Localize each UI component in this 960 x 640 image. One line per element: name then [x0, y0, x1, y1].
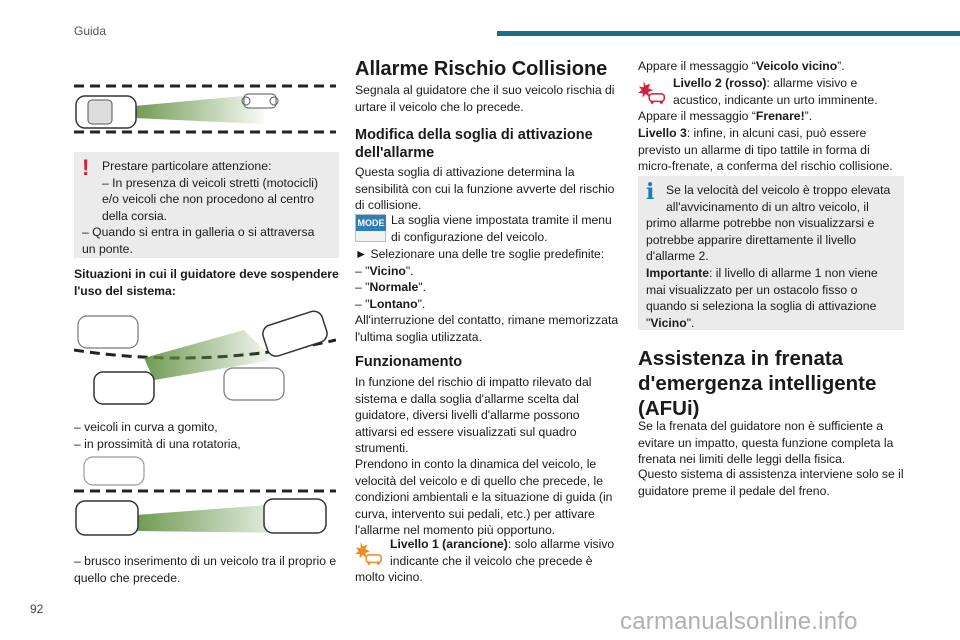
- option-vicino: – "Vicino".: [355, 263, 621, 280]
- option-lontano-post: ".: [417, 296, 426, 311]
- section-title-afui: Assistenza in frenata d'emergenza intell…: [638, 347, 877, 420]
- option-normale-pre: – ": [355, 280, 370, 295]
- running-header: Guida: [74, 24, 107, 38]
- level3-text: : infine, in alcuni casi, può essere pre…: [638, 126, 893, 174]
- page-number: 92: [30, 602, 44, 616]
- level3-label: Livello 3: [638, 126, 687, 140]
- warning-line-2: – In presenza di veicoli stretti (motoci…: [82, 175, 331, 225]
- level2-row: Livello 2 (rosso): allarme visivo e acus…: [638, 75, 904, 108]
- situations-heading: Situazioni in cui il guidatore deve sosp…: [74, 267, 339, 298]
- mode-icon: MODE: [355, 214, 386, 242]
- option-normale-label: Normale: [369, 280, 419, 295]
- option-vicino-pre: – ": [355, 263, 370, 278]
- threshold-options: ► Selezionare una delle tre soglie prede…: [355, 246, 621, 312]
- msg1-pre: Appare il messaggio “: [638, 59, 756, 73]
- header-accent-bar: [497, 31, 960, 36]
- operation-paragraph-2: Prendono in conto la dinamica del veicol…: [355, 457, 613, 538]
- option-vicino-label: Vicino: [369, 263, 406, 278]
- subtitle-operation: Funzionamento: [355, 354, 463, 370]
- curve-list: – veicoli in curva a gomito, – in prossi…: [74, 419, 339, 452]
- important-text: : il livello di allarme 1 non viene mai …: [646, 265, 878, 330]
- figure-cut-in-vehicle: [74, 456, 336, 536]
- watermark: carmanualsonline.info: [620, 608, 858, 635]
- warning-line-1: Prestare particolare attenzione:: [102, 159, 272, 173]
- collision-alert-orange-icon: [355, 538, 385, 568]
- mode-icon-label: MODE: [356, 215, 386, 231]
- msg2-post: ”.: [804, 109, 813, 123]
- message-brake: Appare il messaggio “Frenare!”.: [638, 108, 904, 125]
- mode-row: MODE La soglia viene impostata tramite i…: [355, 212, 621, 245]
- option-vicino-post: ".: [405, 263, 414, 278]
- mode-text: La soglia viene impostata tramite il men…: [391, 213, 612, 244]
- figure-motorcycle-lane: [74, 84, 336, 134]
- level2-label: Livello 2 (rosso): [673, 76, 767, 90]
- message-vehicle-near: Appare il messaggio “Veicolo vicino”.: [638, 58, 904, 75]
- threshold-paragraph: Questa soglia di attivazione determina l…: [355, 165, 615, 213]
- option-lontano-label: Lontano: [369, 296, 418, 311]
- msg1-post: ”.: [837, 59, 845, 73]
- section-title-collision-alert: Allarme Rischio Collisione: [355, 58, 608, 80]
- info-icon: i: [646, 179, 655, 205]
- curve-list-item-1: – veicoli in curva a gomito,: [74, 420, 218, 434]
- important-post: ".: [686, 315, 695, 330]
- collision-alert-red-icon: [638, 77, 668, 107]
- warning-box: ! Prestare particolare attenzione: – In …: [74, 152, 339, 258]
- warning-line-3: – Quando si entra in galleria o si attra…: [82, 225, 315, 256]
- subtitle-threshold: Modifica della soglia di attivazione del…: [355, 127, 593, 161]
- option-lontano: – "Lontano".: [355, 296, 621, 313]
- level1-label: Livello 1 (arancione): [390, 537, 508, 551]
- cut-in-text: – brusco inserimento di un veicolo tra i…: [74, 554, 337, 585]
- collision-intro: Segnala al guidatore che il suo veicolo …: [355, 83, 615, 114]
- important-label: Importante: [646, 265, 709, 280]
- option-normale-post: ".: [418, 280, 426, 295]
- level3-paragraph: Livello 3: infine, in alcuni casi, può e…: [638, 125, 904, 175]
- option-lontano-pre: – ": [355, 296, 370, 311]
- msg2-value: Frenare!: [755, 109, 805, 123]
- important-value: Vicino: [650, 315, 687, 330]
- memory-paragraph: All'interruzione del contatto, rimane me…: [355, 313, 619, 344]
- afui-paragraph-1: Se la frenata del guidatore non è suffic…: [638, 419, 894, 467]
- figure-curve-vehicles: [74, 310, 336, 405]
- operation-paragraph-1: In funzione del rischio di impatto rilev…: [355, 375, 592, 456]
- afui-paragraph-2: Questo sistema di assistenza interviene …: [638, 467, 904, 498]
- level1-text: : solo allarme visivo indicante che il v…: [355, 537, 615, 585]
- select-instruction: ► Selezionare una delle tre soglie prede…: [355, 247, 605, 261]
- curve-list-item-2: – in prossimità di una rotatoria,: [74, 436, 241, 451]
- info-box: i Se la velocità del veicolo è troppo el…: [638, 176, 904, 330]
- info-text: Se la velocità del veicolo è troppo elev…: [646, 183, 891, 264]
- warning-line-2-text: – In presenza di veicoli stretti (motoci…: [102, 175, 319, 223]
- important-note: Importante: il livello di allarme 1 non …: [646, 265, 896, 331]
- level1-row: Livello 1 (arancione): solo allarme visi…: [355, 536, 621, 586]
- msg2-pre: Appare il messaggio “: [638, 109, 756, 123]
- level2-text: : allarme visivo e acustico, indicante u…: [673, 76, 878, 107]
- msg1-value: Veicolo vicino: [755, 59, 838, 73]
- option-normale: – "Normale".: [355, 279, 621, 296]
- warning-icon: !: [82, 155, 90, 180]
